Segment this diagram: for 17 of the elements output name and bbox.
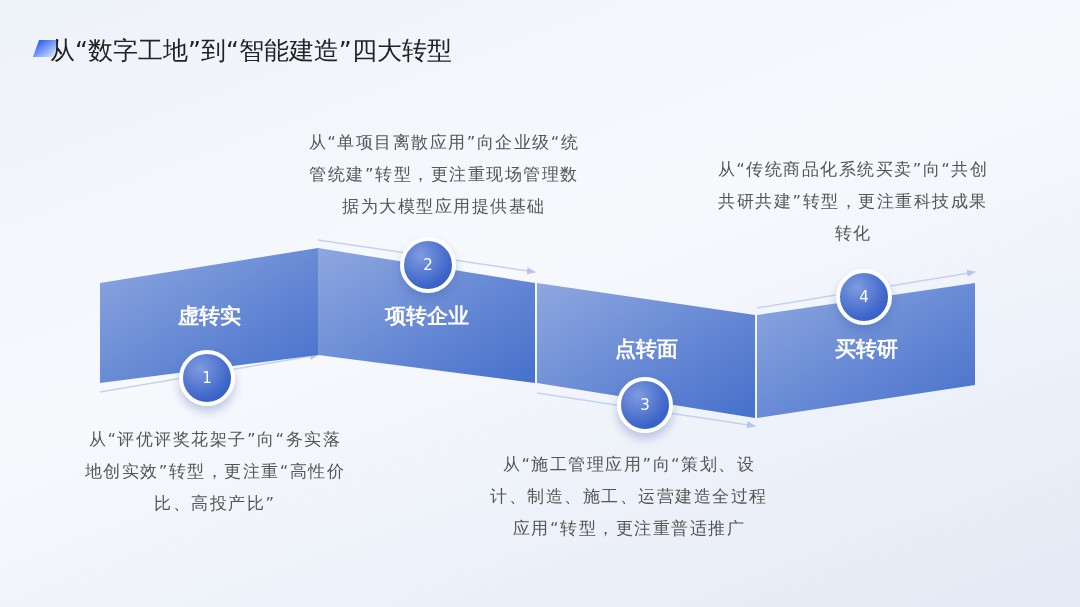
parallelogram-panel — [537, 283, 755, 418]
step-number-circle: 2 — [400, 237, 456, 293]
panel-title: 买转研 — [833, 336, 899, 363]
step-number-circle: 3 — [617, 377, 673, 433]
title: 从“数字工地”到“智能建造”四大转型 — [50, 35, 452, 67]
description-text: 从“评优评奖花架子”向“务实落地创实效”转型，更注重“高性价比、高投产比” — [84, 429, 346, 515]
description-text: 从“施工管理应用”向“策划、设计、制造、施工、运营建造全过程应用“转型，更注重普适推广 — [489, 454, 769, 540]
parallelogram-panel — [318, 248, 535, 383]
description-text: 从“传统商品化系统买卖”向“共创共研共建”转型，更注重科技成果转化 — [716, 159, 990, 245]
parallelogram-panel — [100, 248, 318, 383]
step-number-circle: 1 — [179, 350, 235, 406]
description-text: 从“单项目离散应用”向企业级“统管统建”转型，更注重现场管理数据为大模型应用提供基础 — [307, 132, 581, 218]
parallelogram-panel — [757, 283, 975, 418]
step-number-circle: 4 — [836, 269, 892, 325]
panel-title: 点转面 — [613, 336, 679, 363]
panel-title: 项转企业 — [383, 303, 470, 330]
panel-title: 虚转实 — [176, 303, 242, 330]
